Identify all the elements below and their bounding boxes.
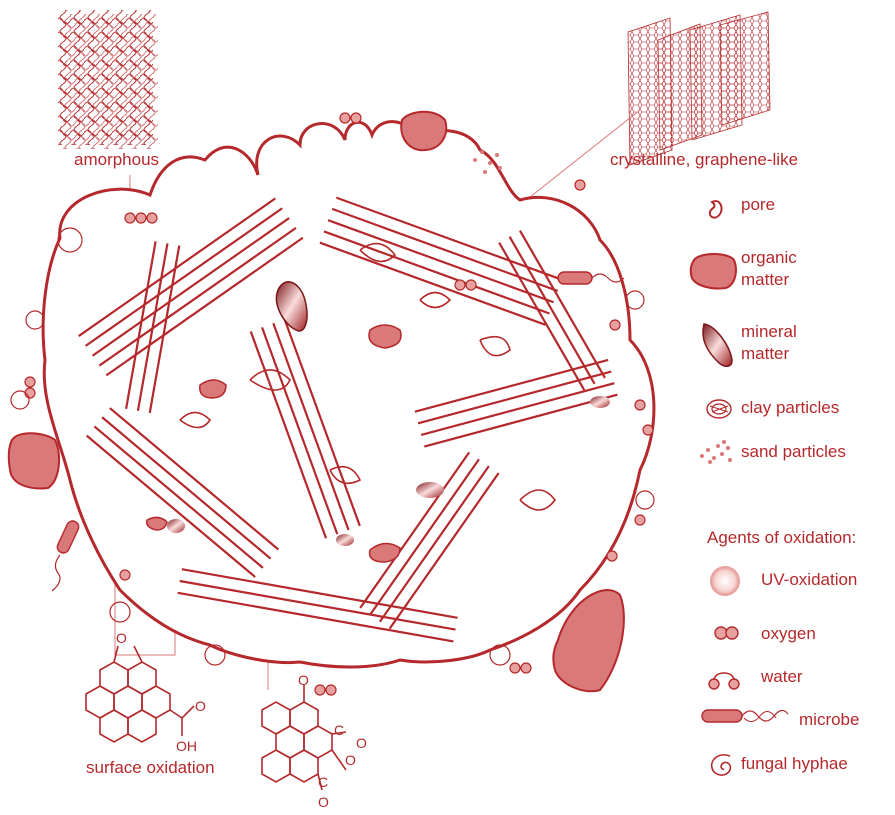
atom-carbon-1: C	[334, 720, 344, 740]
pore-label: pore	[741, 195, 775, 215]
amorphous-structure	[58, 10, 158, 149]
crystalline-structure	[628, 12, 770, 165]
atom-oxygen-ring-1: O	[116, 628, 127, 648]
uv-oxidation-icon	[708, 564, 742, 598]
microbe-on-surface	[558, 272, 592, 284]
surface-oxidation-label: surface oxidation	[86, 758, 215, 778]
clay-particles-label: clay particles	[741, 398, 839, 418]
atom-carbon-2: C	[318, 772, 328, 792]
atom-oxygen-carbonyl-1: O	[195, 696, 206, 716]
microbe-icon	[700, 704, 792, 728]
pore-icon	[706, 198, 728, 222]
mineral-matter-label-line2: matter	[741, 344, 789, 364]
atom-oxygen-anhydride-3: O	[318, 792, 329, 812]
sand-particles-label: sand particles	[741, 442, 846, 462]
crystalline-label: crystalline, graphene-like	[610, 150, 798, 170]
fungal-hyphae-label: fungal hyphae	[741, 754, 848, 774]
clay-particles-icon	[704, 396, 734, 422]
organic-matter-label-line2: matter	[741, 270, 789, 290]
organic-matter-label-line1: organic	[741, 248, 797, 268]
surface-oxidation-structure	[86, 646, 194, 742]
water-icon	[706, 662, 742, 692]
microbe-label: microbe	[799, 710, 859, 730]
oxygen-label: oxygen	[761, 624, 816, 644]
fungal-hyphae-icon	[708, 750, 738, 780]
amorphous-label: amorphous	[74, 150, 159, 170]
atom-oxygen-anhydride-1: O	[356, 733, 367, 753]
uv-oxidation-label: UV-oxidation	[761, 570, 857, 590]
atom-hydroxyl-1: OH	[176, 736, 197, 756]
organic-matter-icon	[688, 250, 740, 292]
biochar-particle	[43, 122, 654, 667]
oxygen-icon	[712, 624, 742, 642]
sand-particles-icon	[696, 438, 736, 466]
mineral-matter-label-line1: mineral	[741, 322, 797, 342]
oxidation-heading: Agents of oxidation:	[707, 528, 856, 548]
mineral-matter-icon	[696, 320, 736, 370]
water-label: water	[761, 667, 803, 687]
atom-oxygen-anhydride-2: O	[345, 750, 356, 770]
atom-oxygen-ketone: O	[298, 670, 309, 690]
